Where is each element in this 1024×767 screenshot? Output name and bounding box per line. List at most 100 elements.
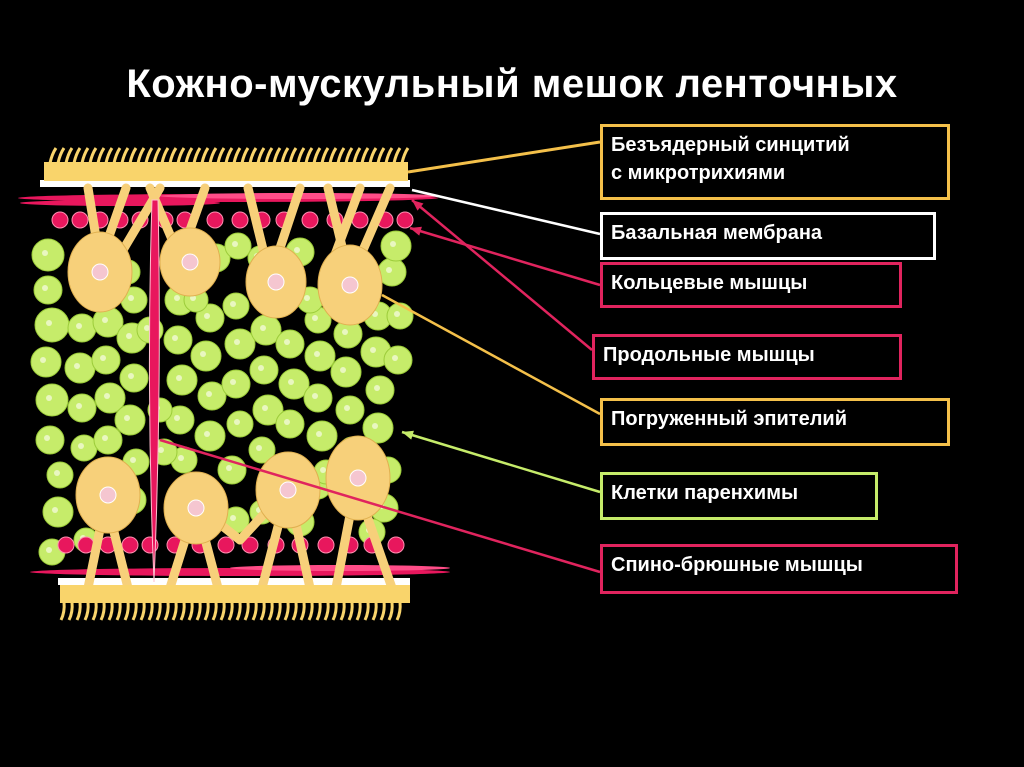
parenchyma-cell-nucleus (260, 325, 266, 331)
parenchyma-cell-nucleus (200, 351, 206, 357)
parenchyma-cell-nucleus (158, 447, 164, 453)
microtrichium (274, 148, 280, 163)
microtrichium (277, 602, 280, 620)
microtrichium (66, 148, 72, 163)
microtrichium (253, 602, 256, 620)
parenchyma-cell-nucleus (370, 347, 376, 353)
label-epithelium-text: Погруженный эпителий (611, 405, 939, 433)
label-syncytium-line2: с микротрихиями (611, 159, 939, 187)
parenchyma-cell-nucleus (172, 335, 178, 341)
parenchyma-cell-nucleus (256, 445, 262, 451)
microtrichium (333, 602, 336, 620)
parenchyma-cell-nucleus (126, 333, 132, 339)
parenchyma-cell-nucleus (46, 320, 52, 326)
parenchyma-cell-nucleus (320, 467, 326, 473)
microtrichium (74, 148, 80, 163)
microtrichium (197, 602, 200, 620)
microtrichium (77, 602, 80, 620)
parenchyma-cell-nucleus (232, 241, 238, 247)
microtrichium (373, 602, 376, 620)
microtrichium (346, 148, 352, 163)
microtrichium (194, 148, 200, 163)
microtrichium (245, 602, 248, 620)
microtrichium (125, 602, 128, 620)
microtrichium (362, 148, 368, 163)
parenchyma-cell-nucleus (230, 379, 236, 385)
parenchyma-cell-nucleus (234, 339, 240, 345)
microtrichium (258, 148, 264, 163)
parenchyma-cell-nucleus (390, 241, 396, 247)
parenchyma-cell-nucleus (258, 365, 264, 371)
parenchyma-cell-nucleus (40, 357, 46, 363)
parenchyma-cell-nucleus (284, 339, 290, 345)
parenchyma-cell (120, 364, 148, 392)
microtrichium (229, 602, 232, 620)
parenchyma-cell-nucleus (312, 315, 318, 321)
circular-muscle-fiber (72, 212, 88, 228)
parenchyma-cell-nucleus (262, 405, 268, 411)
parenchyma-cell (366, 376, 394, 404)
pointer-syncytium (408, 142, 600, 172)
microtrichium (133, 602, 136, 620)
circular-muscle-fiber (397, 212, 413, 228)
parenchyma-cell-nucleus (76, 323, 82, 329)
pointer-parenchyma-arrowhead (402, 431, 414, 440)
microtrichium (157, 602, 160, 620)
epithelial-cell-nucleus (100, 487, 116, 503)
parenchyma-cell-nucleus (294, 247, 300, 253)
microtrichium (165, 602, 168, 620)
microtrichium (378, 148, 384, 163)
parenchyma-cell (331, 357, 361, 387)
circular-muscle-fiber (388, 537, 404, 553)
parenchyma-cell (68, 394, 96, 422)
parenchyma-cell-nucleus (46, 395, 52, 401)
microtrichium (178, 148, 184, 163)
parenchyma-cell-nucleus (386, 267, 392, 273)
microtrichium (106, 148, 112, 163)
microtrichium (130, 148, 136, 163)
circular-muscle-fiber (122, 537, 138, 553)
label-syncytium-line1: Безъядерный синцитий (611, 131, 939, 159)
pointer-basal-membrane (412, 190, 600, 234)
microtrichium (317, 602, 320, 620)
microtrichium (69, 602, 72, 620)
parenchyma-cell-nucleus (394, 311, 400, 317)
parenchyma-cell (32, 239, 64, 271)
circular-muscle-fiber (207, 212, 223, 228)
microtrichium (290, 148, 296, 163)
microtrichium (325, 602, 328, 620)
microtrichium (85, 602, 88, 620)
epithelial-cell-nucleus (188, 500, 204, 516)
microtrichium (386, 148, 392, 163)
microtrichium (186, 148, 192, 163)
parenchyma-cell (305, 341, 335, 371)
microtrichium (226, 148, 232, 163)
parenchyma-cell-nucleus (44, 435, 50, 441)
microtrichium (90, 148, 96, 163)
microtrichium (221, 602, 224, 620)
parenchyma-cell-nucleus (78, 443, 84, 449)
parenchyma-cell (164, 326, 192, 354)
microtrichium (138, 148, 144, 163)
microtrichium (234, 148, 240, 163)
microtrichium (266, 148, 272, 163)
microtrichium (181, 602, 184, 620)
microtrichium (205, 602, 208, 620)
parenchyma-cell-nucleus (42, 250, 48, 256)
microtrichium (389, 602, 392, 620)
parenchyma-cell-nucleus (204, 313, 210, 319)
parenchyma-cell (336, 396, 364, 424)
parenchyma-cell-nucleus (392, 355, 398, 361)
microtrichium (357, 602, 360, 620)
microtrichium (50, 148, 56, 163)
microtrichium (218, 148, 224, 163)
parenchyma-cell-nucleus (206, 391, 212, 397)
microtrichium (282, 148, 288, 163)
microtrichium (250, 148, 256, 163)
microtrichium (189, 602, 192, 620)
microtrichium (122, 148, 128, 163)
parenchyma-cell (250, 356, 278, 384)
parenchyma-cell-nucleus (128, 373, 134, 379)
circular-muscle-fiber (52, 212, 68, 228)
